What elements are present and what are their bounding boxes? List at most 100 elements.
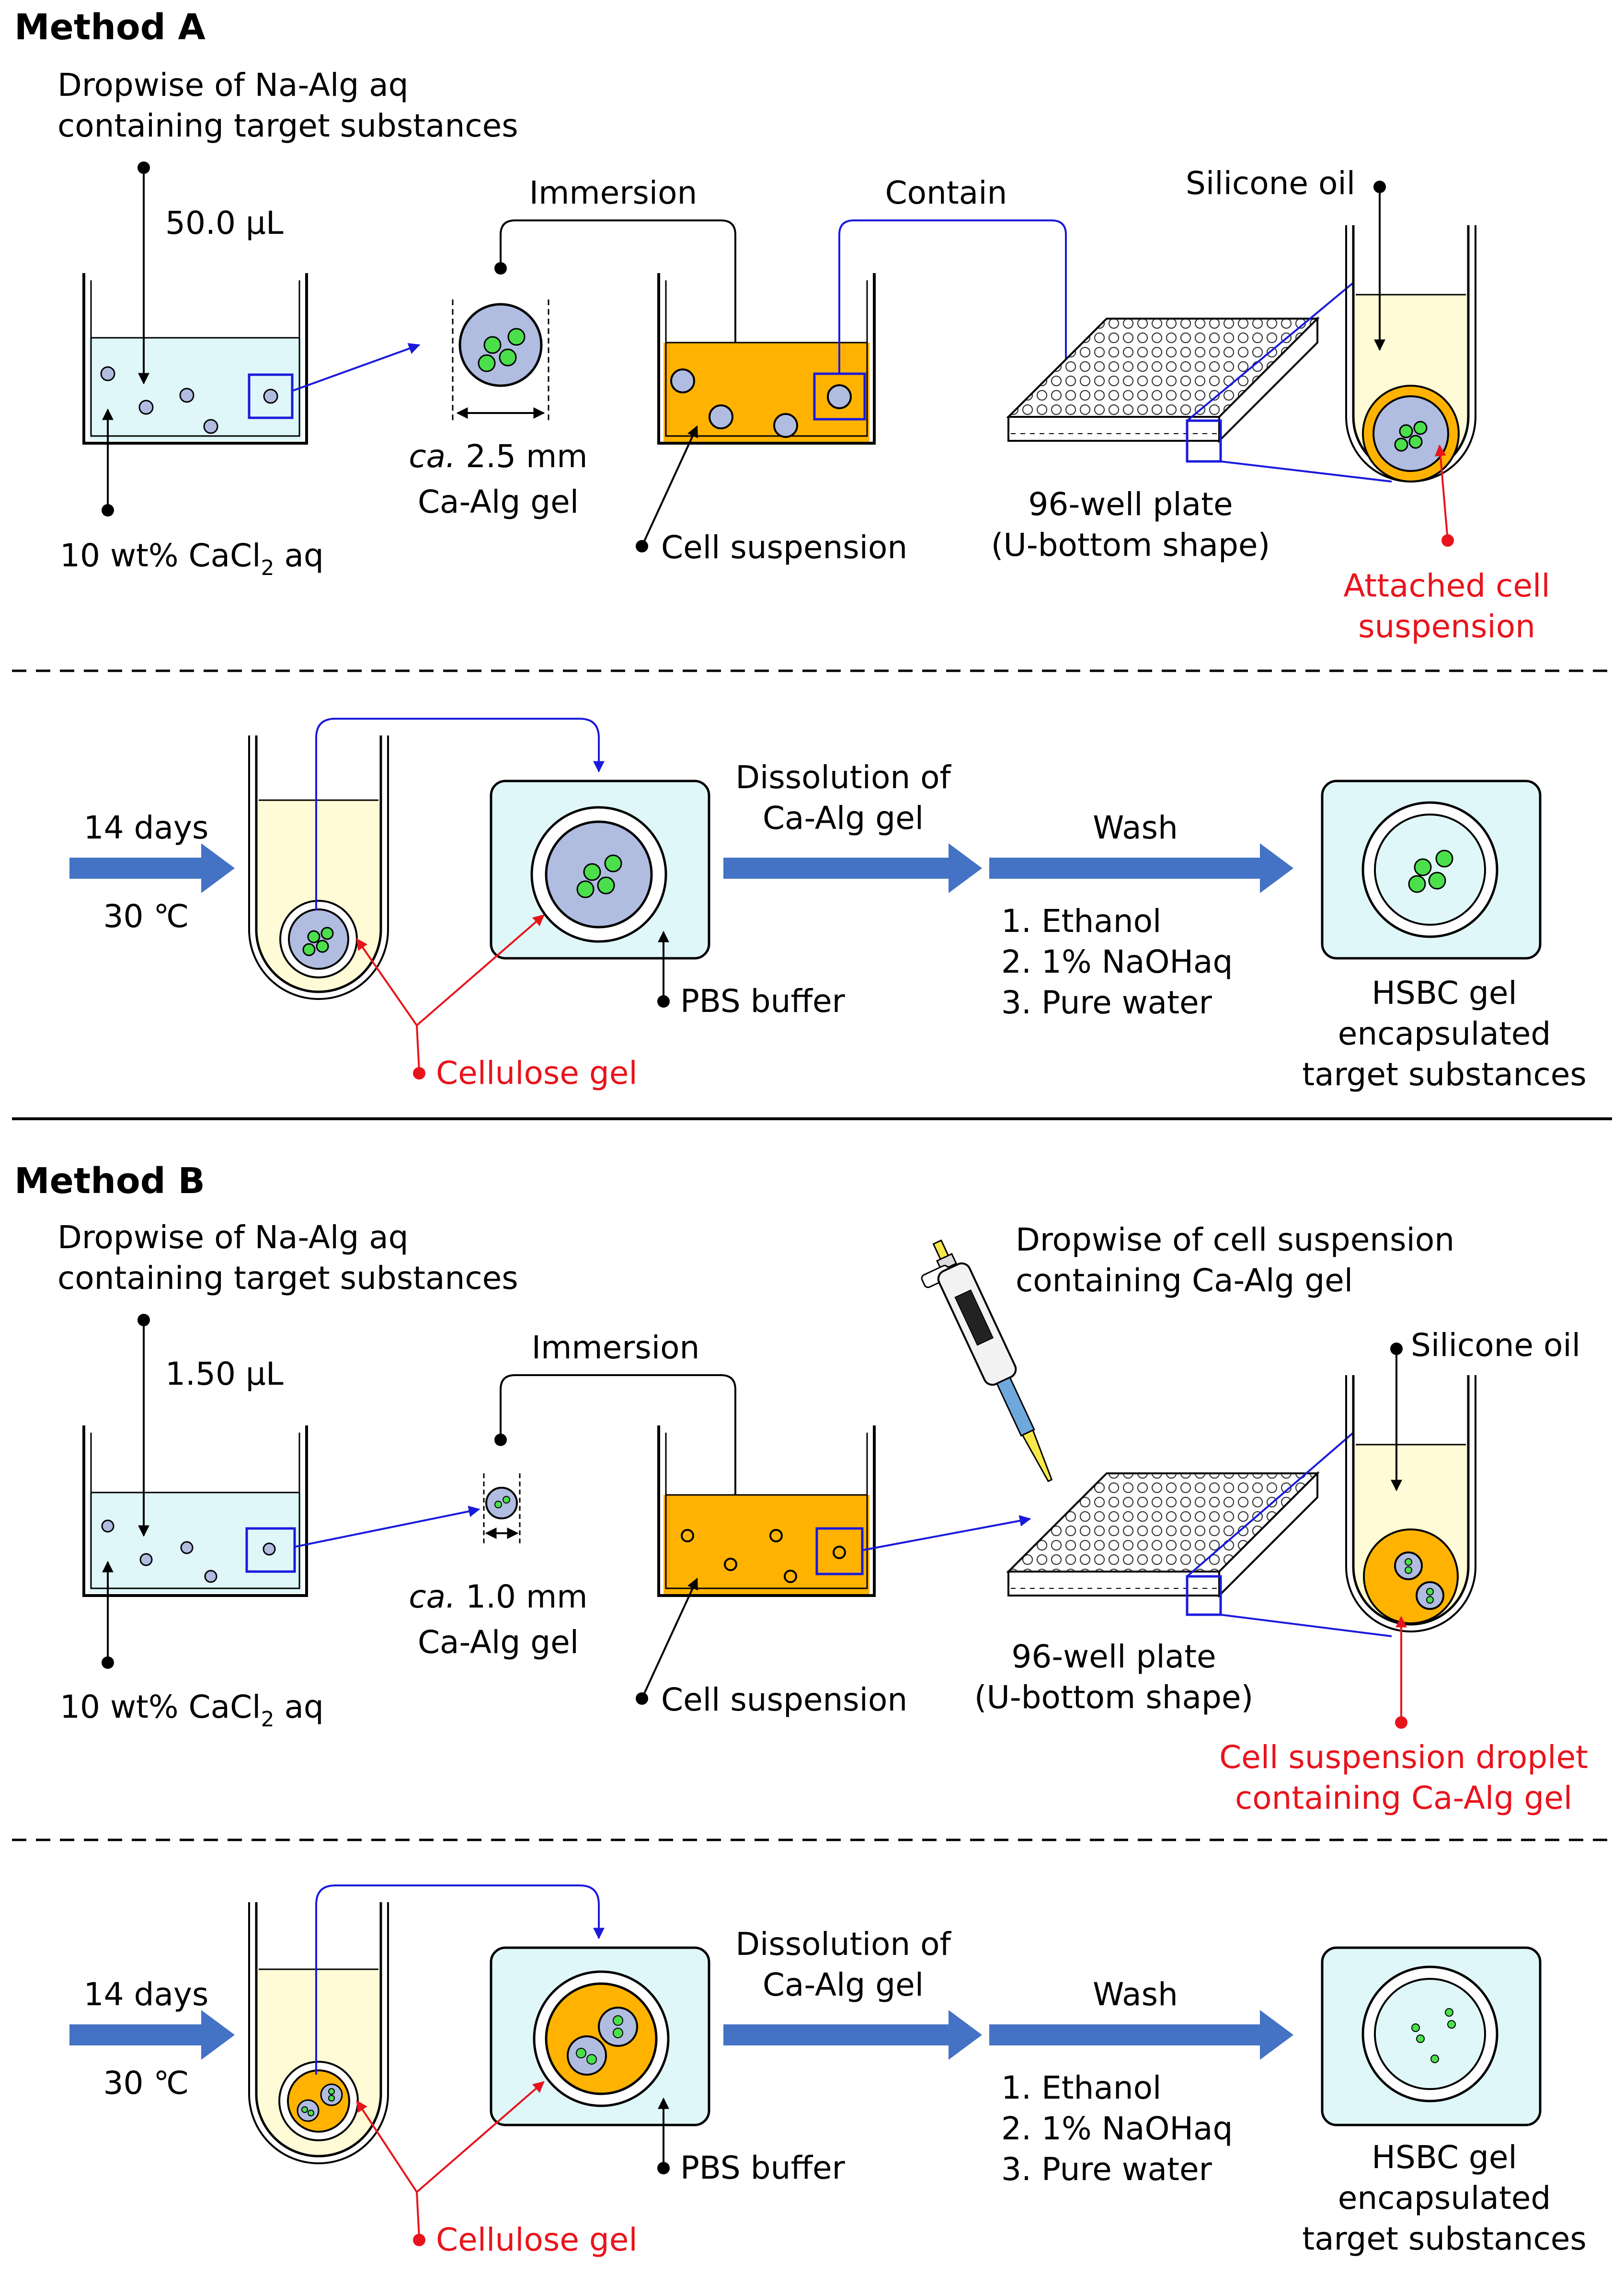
a2-dissolution-arrow (723, 843, 982, 893)
b-cacl2-liquid (89, 1493, 302, 1593)
beaker-icon (82, 273, 308, 445)
gel-droplet (138, 400, 154, 415)
a2-step2: 2. 1% NaOHaq (1001, 943, 1233, 980)
substance-dot (483, 336, 502, 354)
a2-wash-label: Wash (1093, 809, 1178, 846)
well-plate-icon (1006, 316, 1320, 463)
pbs-buffer-box-icon (490, 1946, 710, 2126)
hsbc-gel-icon (1321, 1946, 1542, 2126)
a-contain-path (838, 219, 1072, 394)
a-attached-pointer (1434, 444, 1449, 541)
well-plate-icon (1006, 1471, 1320, 1616)
a2-transfer-path (315, 718, 605, 910)
b2-dissolution-line2: Ca-Alg gel (763, 1966, 924, 2003)
b-cacl2-beaker (82, 1425, 308, 1597)
b-dropwise-line2: containing target substances (57, 1260, 518, 1297)
b2-days: 14 days (84, 1976, 209, 2013)
a-attached-line1: Attached cell (1343, 567, 1550, 604)
a-plate-line1: 96-well plate (1028, 486, 1233, 523)
gel-droplet (179, 388, 194, 403)
a-silicone-oil-label: Silicone oil (1186, 165, 1355, 202)
b-well-zoom-box (1186, 1575, 1222, 1616)
a-plate-line2: (U-bottom shape) (991, 527, 1270, 563)
method-b-title: Method B (14, 1160, 205, 1202)
b2-hsbc-line2: encapsulated (1338, 2180, 1551, 2217)
pbs-buffer-box-icon (490, 780, 710, 960)
b-ca-alg-gel-bead (483, 1473, 521, 1545)
a-zoom-arrow (293, 343, 421, 391)
b2-step1: 1. Ethanol (1001, 2069, 1161, 2106)
b2-transfer-path (315, 1884, 605, 2075)
a-cell-suspension-beaker (657, 273, 876, 445)
a-cacl2-label: 10 wt% CaCl2 aq (60, 537, 324, 580)
a2-step3: 3. Pure water (1001, 984, 1212, 1021)
a-dropwise-line1: Dropwise of Na-Alg aq (57, 67, 409, 103)
a2-hsbc-line3: target substances (1302, 1056, 1587, 1093)
a2-temp: 30 ℃ (103, 898, 189, 935)
a-immersion-label: Immersion (529, 174, 698, 211)
b-transfer-arrow (863, 1515, 1031, 1551)
a2-hsbc-line1: HSBC gel (1372, 975, 1517, 1011)
b-silicone-oil-label: Silicone oil (1411, 1327, 1580, 1364)
method-a-title: Method A (14, 7, 206, 48)
b2-incubation-arrow (69, 2010, 235, 2060)
substance-dot (507, 328, 526, 346)
b-volume-label: 1.50 μL (165, 1355, 284, 1392)
a-cacl2-liquid (89, 338, 302, 441)
a-gel-name: Ca-Alg gel (418, 483, 579, 520)
a2-wash-arrow (989, 843, 1293, 893)
b-pipette-line1: Dropwise of cell suspension (1016, 1221, 1454, 1258)
b2-dissolution-arrow (723, 2010, 982, 2060)
a2-dissolution-line2: Ca-Alg gel (763, 800, 924, 837)
substance-dot (499, 348, 517, 367)
b2-hsbc-line1: HSBC gel (1372, 2139, 1517, 2176)
b2-cellulose-pointer-2 (416, 2081, 545, 2193)
b-immersion-label: Immersion (532, 1329, 700, 1366)
a-contain-label: Contain (885, 174, 1007, 211)
a2-incubation-arrow (69, 843, 235, 893)
a2-days: 14 days (84, 809, 209, 846)
u-bottom-tube-icon (248, 735, 389, 1000)
a-well-zoom-box (1186, 419, 1222, 463)
a2-cellulose-label: Cellulose gel (436, 1055, 638, 1091)
b-pipette-line2: containing Ca-Alg gel (1016, 1262, 1353, 1299)
a-volume-label: 50.0 μL (165, 205, 284, 241)
b2-hsbc-line3: target substances (1302, 2220, 1587, 2257)
b-cacl2-label: 10 wt% CaCl2 aq (60, 1688, 324, 1732)
b-plate-line2: (U-bottom shape) (974, 1679, 1253, 1716)
beaker-icon (82, 1425, 308, 1597)
a-dropwise-line2: containing target substances (57, 107, 518, 144)
a-cacl2-beaker (82, 273, 308, 445)
a2-step1: 1. Ethanol (1001, 903, 1161, 940)
b2-cellulose-label: Cellulose gel (436, 2221, 638, 2258)
u-bottom-tube-icon (1345, 1375, 1476, 1632)
method-a-stage-1: Method A Dropwise of Na-Alg aq containin… (14, 7, 1550, 645)
b-zoom-box (245, 1527, 296, 1573)
b-cell-suspension-beaker (657, 1425, 876, 1597)
u-bottom-tube-icon (248, 1902, 389, 2164)
b2-step2: 2. 1% NaOHaq (1001, 2110, 1233, 2147)
pipette-icon (921, 1239, 1053, 1482)
substance-dot (478, 354, 496, 372)
a2-cellulose-pointer-2 (416, 914, 545, 1026)
b2-step3: 3. Pure water (1001, 2151, 1212, 2188)
beaker-icon (657, 273, 876, 445)
a-cell-suspension-label: Cell suspension (661, 529, 907, 566)
b-zoom-box-2 (815, 1527, 864, 1575)
u-bottom-tube-icon (1345, 225, 1476, 482)
b2-wash-label: Wash (1093, 1976, 1178, 2013)
b-plate-line1: 96-well plate (1011, 1638, 1216, 1675)
b-gel-name: Ca-Alg gel (418, 1624, 579, 1661)
a-attached-line2: suspension (1358, 608, 1535, 645)
b-cell-suspension-liquid (663, 1495, 869, 1596)
gel-droplet (203, 419, 218, 434)
b-size-label: ca. 1.0 mm (409, 1578, 587, 1615)
b-dropwise-line1: Dropwise of Na-Alg aq (57, 1219, 409, 1256)
method-b-stage-1: Method B Dropwise of Na-Alg aq containin… (14, 1160, 1588, 1816)
b2-dissolution-line1: Dissolution of (735, 1926, 951, 1963)
gel-droplet (100, 366, 115, 381)
beaker-icon (657, 1425, 876, 1597)
b-droplet-line1: Cell suspension droplet (1219, 1739, 1588, 1776)
method-b-stage-2: 14 days 30 ℃ (69, 1884, 1587, 2258)
